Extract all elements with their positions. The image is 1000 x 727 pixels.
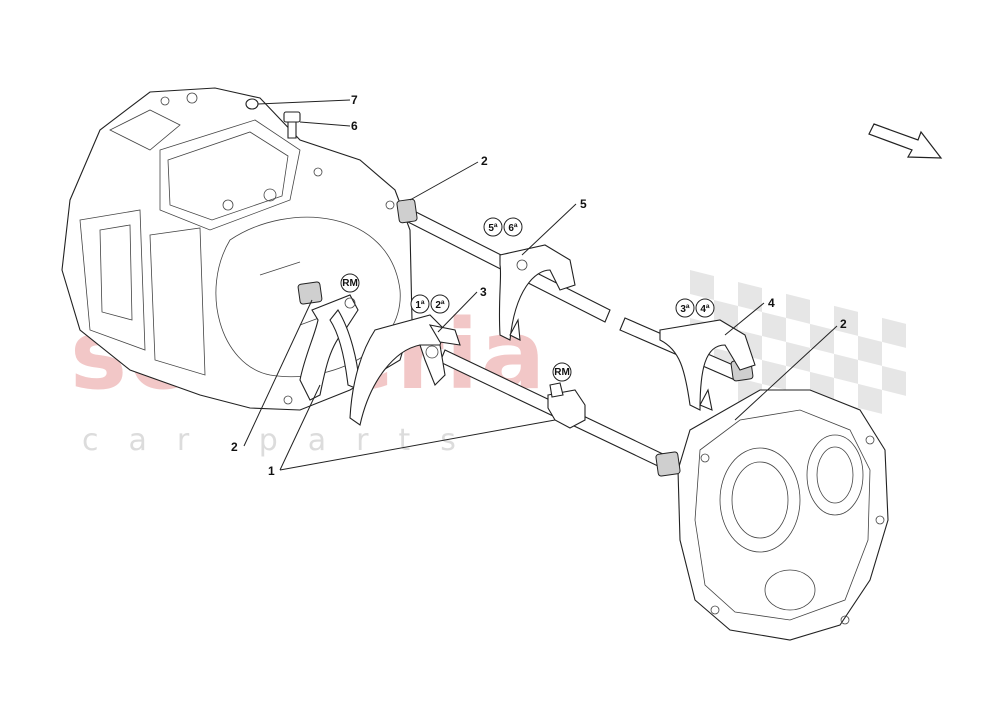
reverse-selector: [547, 382, 586, 429]
svg-text:RM: RM: [554, 367, 570, 378]
badge-rm-left: RM: [340, 273, 360, 293]
badge-gear-4: 4ª: [695, 298, 715, 318]
gearbox-end-cover-right: [677, 389, 889, 641]
arrow-down-right-icon: [868, 123, 943, 159]
badge-gear-3: 3ª: [675, 298, 695, 318]
callout-2-right: 2: [840, 317, 847, 331]
callout-5: 5: [580, 197, 587, 211]
svg-text:2ª: 2ª: [435, 300, 445, 311]
svg-text:RM: RM: [342, 278, 358, 289]
plug-bolt: [283, 111, 301, 139]
badge-rm-lower: RM: [552, 362, 572, 382]
shift-fork-1-2: [349, 314, 461, 426]
svg-text:1ª: 1ª: [415, 300, 425, 311]
callout-4: 4: [768, 296, 775, 310]
callout-1: 1: [268, 464, 275, 478]
svg-text:5ª: 5ª: [488, 223, 498, 234]
badge-gear-5: 5ª: [483, 217, 503, 237]
rail-bushing-left: [297, 281, 323, 305]
ring-seal: [245, 98, 259, 110]
svg-text:3ª: 3ª: [680, 304, 690, 315]
callout-6: 6: [351, 119, 358, 133]
badge-gear-1: 1ª: [410, 294, 430, 314]
watermark-tagline: car parts: [82, 423, 486, 458]
shift-fork-3-4: [659, 319, 756, 411]
svg-text:6ª: 6ª: [508, 223, 518, 234]
shift-fork-5-6: [498, 244, 576, 341]
badge-gear-6: 6ª: [503, 217, 523, 237]
callout-7: 7: [351, 93, 358, 107]
leader-lines: [243, 99, 838, 471]
svg-text:4ª: 4ª: [700, 304, 710, 315]
callout-3: 3: [480, 285, 487, 299]
shift-fork-reverse: [299, 294, 361, 401]
callout-2-upper: 2: [481, 154, 488, 168]
badge-gear-2: 2ª: [430, 294, 450, 314]
callout-2-left: 2: [231, 440, 238, 454]
